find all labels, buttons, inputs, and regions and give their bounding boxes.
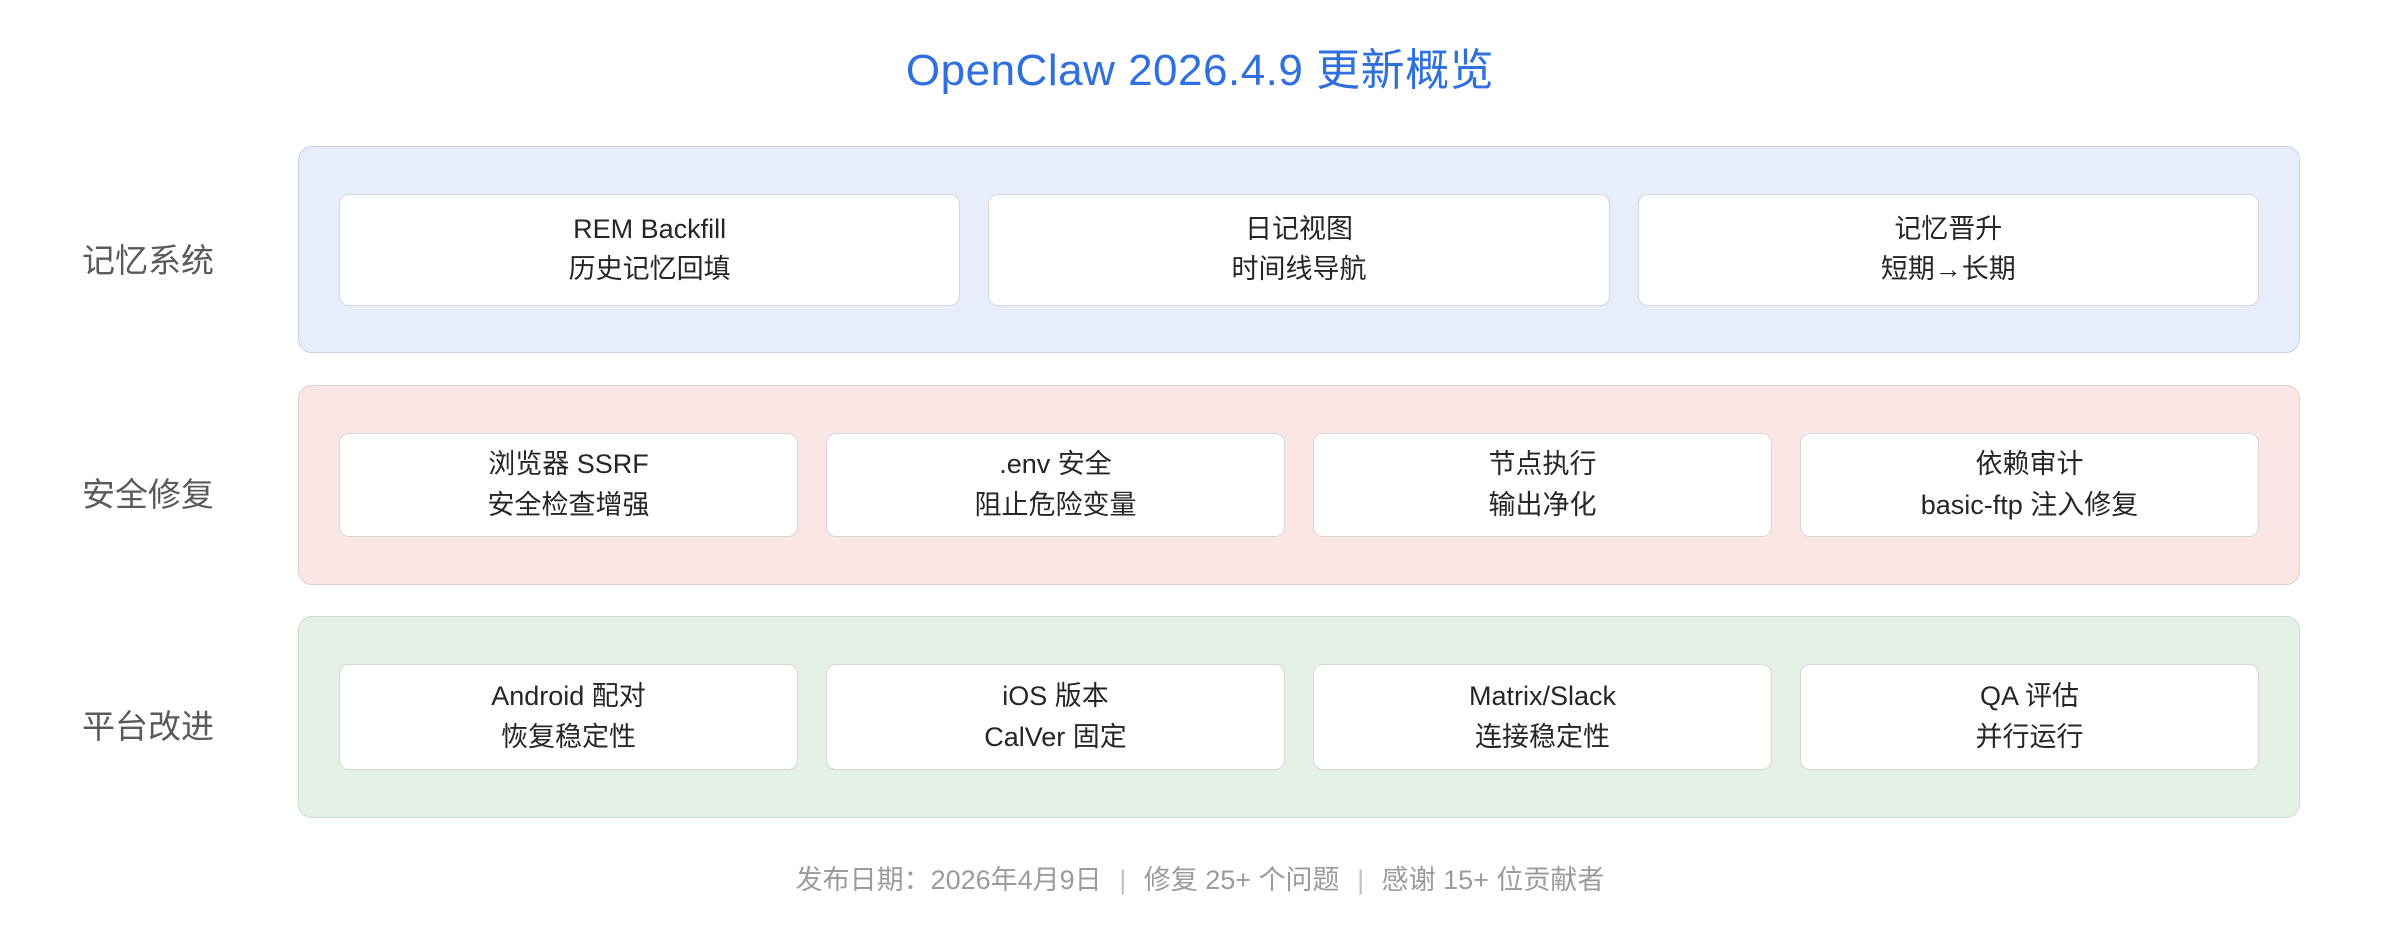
band-platform-improvements: Android 配对 恢复稳定性 iOS 版本 CalVer 固定 Matrix… xyxy=(298,616,2300,818)
row-memory-system: 记忆系统 REM Backfill 历史记忆回填 日记视图 时间线导航 记忆晋升… xyxy=(0,146,2400,353)
card-rem-backfill[interactable]: REM Backfill 历史记忆回填 xyxy=(339,193,961,306)
card-subtitle: 时间线导航 xyxy=(1231,254,1367,284)
card-journal-view[interactable]: 日记视图 时间线导航 xyxy=(988,193,1610,306)
row-label-memory-system: 记忆系统 xyxy=(82,242,214,279)
card-browser-ssrf[interactable]: 浏览器 SSRF 安全检查增强 xyxy=(339,433,798,537)
card-title: 节点执行 xyxy=(1488,449,1597,480)
card-matrix-slack[interactable]: Matrix/Slack 连接稳定性 xyxy=(1313,664,1772,770)
card-dependency-audit[interactable]: 依赖审计 basic-ftp 注入修复 xyxy=(1800,433,2259,537)
footer-issues-fixed: 修复 25+ 个问题 xyxy=(1143,865,1340,895)
card-subtitle: 恢复稳定性 xyxy=(501,721,636,752)
footer-release-date: 发布日期：2026年4月9日 xyxy=(795,865,1102,895)
card-title: Android 配对 xyxy=(491,681,646,712)
card-subtitle: 阻止危险变量 xyxy=(974,489,1137,520)
footer-separator-1: | xyxy=(1119,865,1127,895)
card-title: 依赖审计 xyxy=(1975,449,2084,480)
page-title: OpenClaw 2026.4.9 更新概览 xyxy=(905,46,1495,95)
row-label-platform-improvements: 平台改进 xyxy=(82,708,214,745)
footer-contributors: 感谢 15+ 位贡献者 xyxy=(1381,865,1605,895)
card-title: Matrix/Slack xyxy=(1468,681,1617,712)
card-title: 日记视图 xyxy=(1244,213,1353,244)
card-subtitle: 安全检查增强 xyxy=(487,489,650,520)
row-security-fixes: 安全修复 浏览器 SSRF 安全检查增强 .env 安全 阻止危险变量 节点执行… xyxy=(0,385,2400,585)
card-title: iOS 版本 xyxy=(1002,681,1109,712)
card-title: 记忆晋升 xyxy=(1894,213,2003,244)
band-security-fixes: 浏览器 SSRF 安全检查增强 .env 安全 阻止危险变量 节点执行 输出净化… xyxy=(298,385,2300,585)
card-subtitle: 输出净化 xyxy=(1488,489,1597,520)
card-ios-version[interactable]: iOS 版本 CalVer 固定 xyxy=(826,664,1285,770)
card-title: QA 评估 xyxy=(1979,681,2080,712)
card-subtitle: 短期→长期 xyxy=(1880,254,2016,284)
row-platform-improvements: 平台改进 Android 配对 恢复稳定性 iOS 版本 CalVer 固定 M… xyxy=(0,616,2400,818)
card-title: 浏览器 SSRF xyxy=(488,449,649,480)
card-subtitle: 并行运行 xyxy=(1975,721,2084,752)
card-qa-eval[interactable]: QA 评估 并行运行 xyxy=(1800,664,2259,770)
card-title: .env 安全 xyxy=(999,449,1112,480)
card-memory-promotion[interactable]: 记忆晋升 短期→长期 xyxy=(1637,193,2259,306)
card-subtitle: CalVer 固定 xyxy=(984,721,1127,752)
card-env-security[interactable]: .env 安全 阻止危险变量 xyxy=(826,433,1285,537)
band-memory-system: REM Backfill 历史记忆回填 日记视图 时间线导航 记忆晋升 短期→长… xyxy=(298,146,2300,353)
card-subtitle: 连接稳定性 xyxy=(1475,721,1610,752)
card-subtitle: basic-ftp 注入修复 xyxy=(1920,489,2139,520)
card-subtitle: 历史记忆回填 xyxy=(568,254,731,284)
row-label-security-fixes: 安全修复 xyxy=(82,476,214,513)
card-title: REM Backfill xyxy=(573,213,727,244)
footer-separator-2: | xyxy=(1357,865,1365,895)
card-node-exec[interactable]: 节点执行 输出净化 xyxy=(1313,433,1772,537)
card-android-pairing[interactable]: Android 配对 恢复稳定性 xyxy=(339,664,798,770)
footer-meta: 发布日期：2026年4月9日 | 修复 25+ 个问题 | 感谢 15+ 位贡献… xyxy=(0,858,2400,897)
